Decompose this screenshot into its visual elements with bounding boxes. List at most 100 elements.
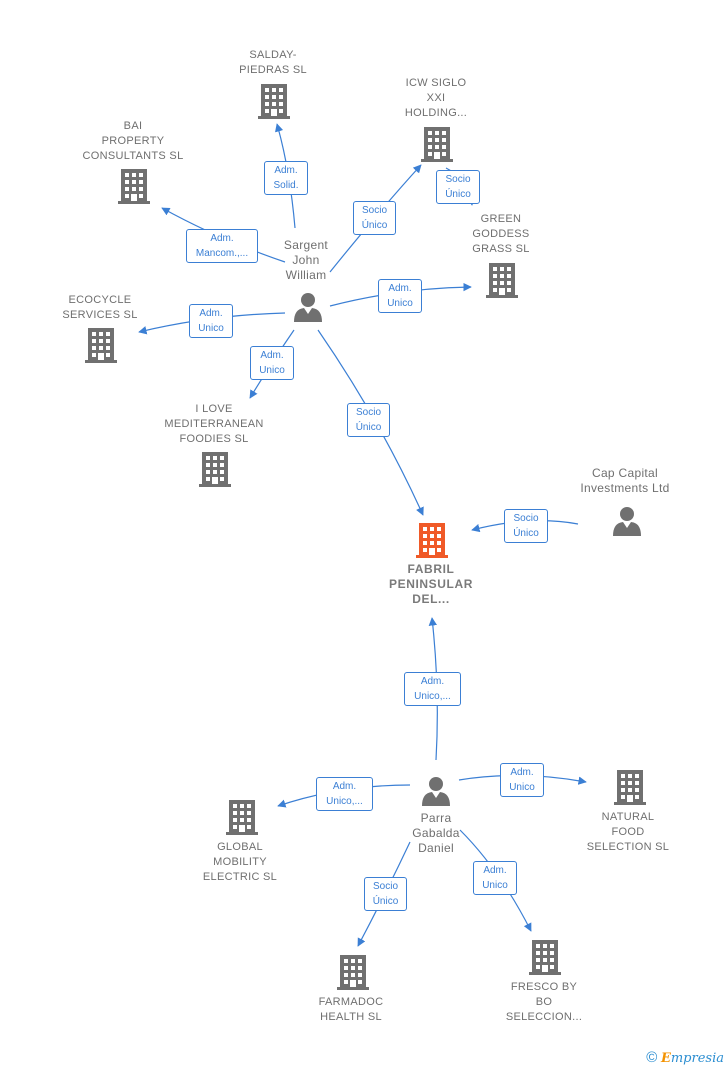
edge-badge-line: Unico <box>259 365 285 376</box>
edge-badge-line: Unico <box>509 782 535 793</box>
node-label-line: SELECTION SL <box>586 841 670 853</box>
edge-badge-sargent-salday[interactable]: Adm. Solid. <box>264 161 308 195</box>
edge-badge-sargent-fabril[interactable]: Socio Único <box>347 403 390 437</box>
edge-badge-line: Único <box>355 422 382 433</box>
edge-badge-sargent-ecocycle[interactable]: Adm. Unico <box>189 304 233 338</box>
edge-badge-parra-farmadoc[interactable]: Socio Único <box>364 877 407 911</box>
node-label-line: BAI <box>123 120 143 132</box>
node-cap[interactable]: Cap Capital Investments Ltd <box>580 466 669 496</box>
edge-badge-line: Único <box>513 528 539 539</box>
edge-badge-sargent-bai[interactable]: Adm. Mancom.,... <box>186 229 258 263</box>
edge-badge-line: Unico <box>387 298 413 309</box>
node-label-line: BO <box>535 996 553 1008</box>
node-label-line: SALDAY- <box>249 49 297 61</box>
node-label-line: Daniel <box>418 841 454 855</box>
node-label-line: FRESCO BY <box>510 981 578 993</box>
edge-badge-line: Único <box>445 189 471 200</box>
edge-badge-line: Adm. <box>510 767 534 778</box>
node-global[interactable]: GLOBAL MOBILITY ELECTRIC SL <box>203 840 277 885</box>
node-label-line: FARMADOC <box>318 996 384 1008</box>
farmadoc-building-icon <box>337 955 369 990</box>
node-label-line: SELECCION... <box>505 1011 583 1023</box>
copyright-symbol: © <box>646 1049 658 1066</box>
edge-badge-parra-global[interactable]: Adm. Unico,... <box>316 777 373 811</box>
node-label-line: HOLDING... <box>404 107 468 119</box>
node-label-line: GREEN <box>480 213 522 225</box>
edge-badge-line: Unico <box>482 880 508 891</box>
node-label-line: PIEDRAS SL <box>239 64 307 76</box>
node-label-line: XXI <box>426 92 446 104</box>
edge-badge-line: Adm. <box>210 233 234 244</box>
edge-badge-line: Adm. <box>420 676 445 687</box>
node-fabril[interactable]: FABRIL PENINSULAR DEL... <box>389 562 473 607</box>
node-label-line: ECOCYCLE <box>68 294 132 306</box>
edge-badge-line: Socio <box>355 407 381 418</box>
brand-initial: E <box>660 1051 671 1066</box>
edge-badge-line: Único <box>361 220 388 231</box>
edge-badge-line: Mancom.,... <box>195 248 249 259</box>
node-label-line: Parra <box>420 811 452 825</box>
green-building-icon <box>486 263 518 298</box>
node-label-line: MEDITERRANEAN <box>164 418 264 430</box>
ilove-building-icon <box>199 452 231 487</box>
node-sargent[interactable]: Sargent John William <box>284 238 328 283</box>
brand-name: mpresia <box>670 1051 724 1066</box>
node-label-line: William <box>285 268 327 282</box>
edge-badge-icw-green[interactable]: Socio Único <box>436 170 480 204</box>
edge-badge-line: Solid. <box>273 180 299 191</box>
node-label-line: GODDESS <box>472 228 530 240</box>
edge-badge-line: Socio <box>445 174 471 185</box>
node-ilove[interactable]: I LOVE MEDITERRANEAN FOODIES SL <box>164 402 263 447</box>
edge-badge-sargent-ilove[interactable]: Adm. Unico <box>250 346 294 380</box>
fresco-building-icon <box>529 940 561 975</box>
edge-badge-line: Unico,... <box>414 691 451 702</box>
node-salday[interactable]: SALDAY- PIEDRAS SL <box>239 48 307 78</box>
edge-badge-parra-fabril[interactable]: Adm. Unico,... <box>404 672 461 706</box>
node-label-line: HEALTH SL <box>320 1011 382 1023</box>
node-parra[interactable]: Parra Gabalda Daniel <box>412 811 459 856</box>
node-label-line: SERVICES SL <box>62 309 138 321</box>
edge-badge-line: Socio <box>513 513 539 524</box>
edge-badge-parra-natural[interactable]: Adm. Unico <box>500 763 544 797</box>
natural-building-icon <box>614 770 646 805</box>
node-label-line: Investments Ltd <box>580 481 670 495</box>
edge-badge-sargent-green[interactable]: Adm. Unico <box>378 279 422 313</box>
edge-badge-line: Unico <box>198 323 224 334</box>
icw-building-icon <box>421 127 453 162</box>
edge-badge-line: Socio <box>372 881 398 892</box>
global-building-icon <box>226 800 258 835</box>
salday-building-icon <box>258 84 290 119</box>
bai-building-icon <box>118 169 150 204</box>
edge-badge-line: Adm. <box>274 165 298 176</box>
node-bai[interactable]: BAI PROPERTY CONSULTANTS SL <box>83 119 184 164</box>
cap-person-icon <box>613 507 641 536</box>
node-label-line: I LOVE <box>195 403 233 415</box>
node-label-line: Gabalda <box>412 826 460 840</box>
node-label-line: FOOD <box>611 826 645 838</box>
ecocycle-building-icon <box>85 328 117 363</box>
sargent-person-icon <box>294 293 322 322</box>
node-natural[interactable]: NATURAL FOOD SELECTION SL <box>587 810 669 855</box>
edge-badge-line: Adm. <box>388 283 412 294</box>
node-label-line: Sargent <box>283 238 329 252</box>
node-farmadoc[interactable]: FARMADOC HEALTH SL <box>319 995 384 1025</box>
node-label-line: NATURAL <box>601 811 655 823</box>
edge-badge-line: Adm. <box>483 865 507 876</box>
node-label-line: MOBILITY <box>213 856 267 868</box>
empresia-logo: © Empresia <box>646 1049 724 1066</box>
parra-person-icon <box>422 777 450 806</box>
node-ecocycle[interactable]: ECOCYCLE SERVICES SL <box>62 293 137 323</box>
node-fresco[interactable]: FRESCO BY BO SELECCION... <box>506 980 582 1025</box>
node-green[interactable]: GREEN GODDESS GRASS SL <box>472 212 529 257</box>
edge-badge-line: Adm. <box>260 350 284 361</box>
node-label-line: ELECTRIC SL <box>202 871 278 883</box>
node-icw[interactable]: ICW SIGLO XXI HOLDING... <box>405 76 467 121</box>
node-label-line: PROPERTY <box>101 135 165 147</box>
node-label-line: ICW SIGLO <box>405 77 467 89</box>
node-label-line: GLOBAL <box>217 841 263 853</box>
node-label-line: CONSULTANTS SL <box>82 150 184 162</box>
edge-badge-cap-fabril[interactable]: Socio Único <box>504 509 548 543</box>
edge-badge-parra-fresco[interactable]: Adm. Unico <box>473 861 517 895</box>
edge-badge-sargent-icw[interactable]: Socio Único <box>353 201 396 235</box>
node-label-line: John <box>292 253 320 267</box>
